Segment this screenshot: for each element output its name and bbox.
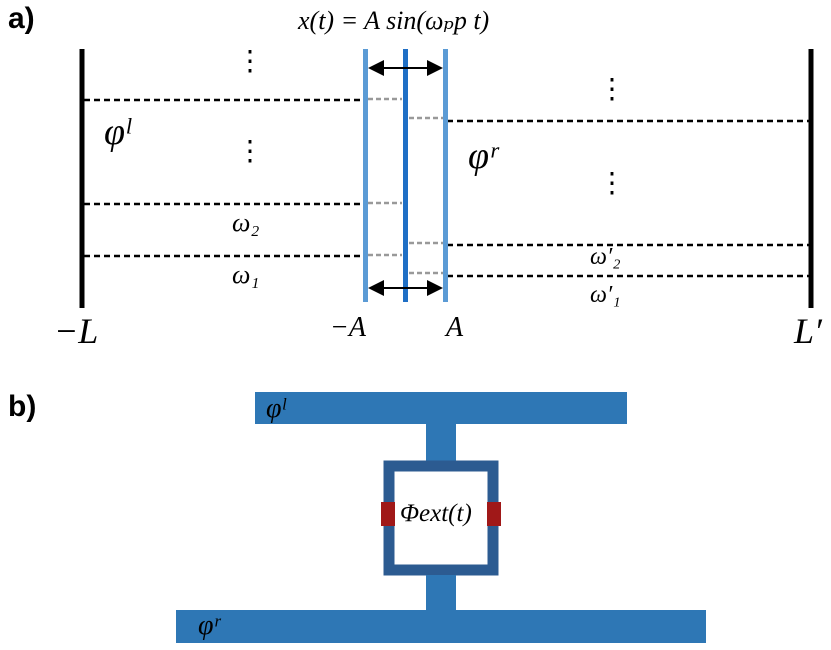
left-field-label: φˡ	[104, 111, 131, 153]
gray-dash-group	[368, 97, 444, 275]
left-mode-2-label: ω₂	[232, 208, 260, 237]
bottom-line-field-label: φʳ	[198, 610, 220, 641]
left-mode-1-label: ω₁	[232, 260, 260, 289]
panel-a-label: a)	[8, 2, 35, 35]
left-wall-position-label: −L	[54, 311, 99, 351]
left-ellipsis-top: ⋮	[236, 46, 264, 77]
right-wall-position-label: L′	[794, 311, 822, 351]
mirror-right-position	[443, 49, 448, 302]
right-josephson-junction	[487, 502, 501, 526]
mirror-center-position	[403, 49, 408, 302]
top-transmission-line	[255, 392, 627, 424]
upper-connector	[426, 424, 456, 462]
external-flux-label: Φext(t)	[400, 500, 472, 527]
mirror-left-position-label: −A	[330, 312, 366, 343]
lower-connector	[426, 575, 456, 611]
left-ellipsis-middle: ⋮	[236, 136, 264, 167]
right-ellipsis-top: ⋮	[598, 74, 626, 105]
mirror-motion-equation: x(t) = A sin(ωₚp t)	[298, 6, 490, 35]
right-ellipsis-middle: ⋮	[598, 168, 626, 199]
mirror-right-position-label: A	[446, 312, 464, 343]
right-field-label: φʳ	[468, 135, 498, 177]
bottom-transmission-line	[176, 610, 706, 643]
panel-b-label: b)	[8, 390, 37, 423]
right-mode-2-label: ω′₂	[590, 244, 621, 270]
mirror-left-position	[363, 49, 368, 302]
left-josephson-junction	[381, 502, 395, 526]
right-mode-1-label: ω′₁	[590, 282, 621, 308]
top-line-field-label: φˡ	[266, 393, 286, 424]
